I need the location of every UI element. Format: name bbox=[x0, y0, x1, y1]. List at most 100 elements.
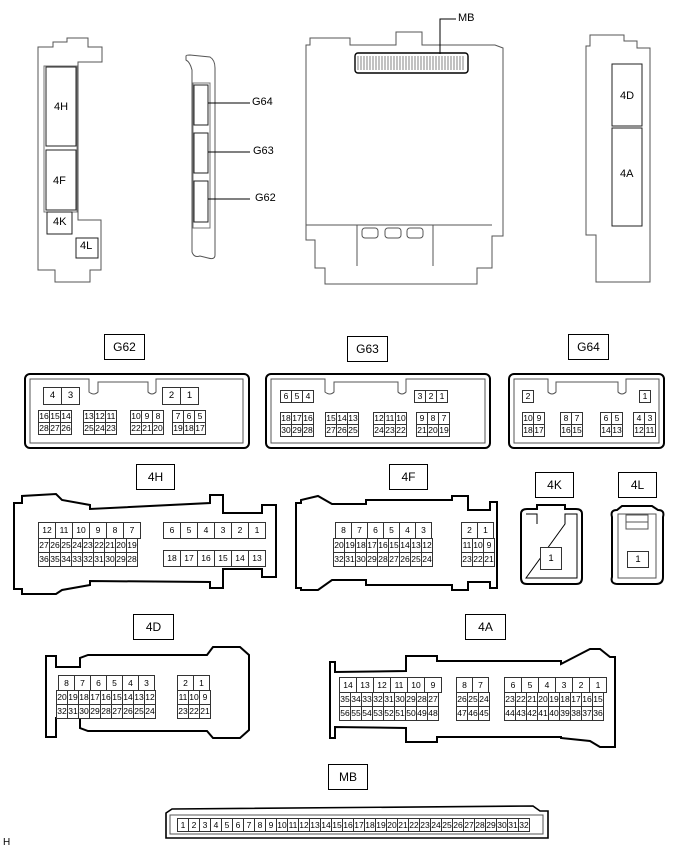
pin-cell: 14 bbox=[231, 550, 249, 567]
pin-cell: 12 bbox=[421, 538, 433, 553]
4k-housing bbox=[520, 504, 583, 585]
pin-cell: 36 bbox=[38, 552, 50, 567]
pin-cell: 15 bbox=[214, 550, 232, 567]
g64-housing bbox=[508, 373, 665, 449]
pin-cell: 3 bbox=[415, 522, 432, 539]
pin-cell: 34 bbox=[60, 552, 72, 567]
pin-cell: 2 bbox=[522, 390, 534, 403]
pin-cell: 2 bbox=[572, 677, 590, 693]
pin-cell: 17 bbox=[194, 422, 206, 435]
pin-cell: 21 bbox=[199, 704, 211, 719]
label-4f: 4F bbox=[389, 464, 428, 490]
pin-cell: 48 bbox=[427, 706, 439, 721]
label-g63: G63 bbox=[347, 336, 388, 362]
pin-cell: 11 bbox=[55, 522, 73, 539]
pin-cell: 7 bbox=[74, 675, 91, 691]
pin-cell: 45 bbox=[478, 706, 490, 721]
pin-cell: 2 bbox=[177, 675, 194, 691]
pin-cell: 3 bbox=[138, 675, 155, 691]
pin-cell: 19 bbox=[438, 424, 450, 437]
label-mb: MB bbox=[328, 764, 368, 790]
pin-cell: 29 bbox=[89, 704, 101, 719]
pin-cell: 1 bbox=[639, 390, 651, 403]
right-unit-outline bbox=[585, 34, 651, 283]
pin-cell: 12 bbox=[144, 690, 156, 705]
pin-cell: 21 bbox=[397, 818, 409, 832]
pin-cell: 9 bbox=[199, 690, 211, 705]
pin-cell: 27 bbox=[325, 424, 337, 437]
callout-g63: G63 bbox=[253, 145, 274, 157]
pin-cell: 18 bbox=[163, 550, 181, 567]
pin-cell: 2 bbox=[425, 390, 437, 403]
pin-cell: 3 bbox=[555, 677, 573, 693]
pin-cell: 10 bbox=[72, 522, 90, 539]
pin-cell: 14 bbox=[339, 677, 357, 693]
pin-cell: 20 bbox=[427, 424, 439, 437]
4l-housing bbox=[610, 505, 665, 585]
mb-housing bbox=[165, 805, 549, 839]
pin-cell: 1 bbox=[540, 547, 562, 570]
pin-cell: 4 bbox=[122, 675, 139, 691]
pin-cell: 24 bbox=[430, 818, 442, 832]
pin-cell: 20 bbox=[152, 422, 164, 435]
label-4k: 4K bbox=[535, 472, 574, 498]
pin-cell: 36 bbox=[592, 706, 604, 721]
pin-cell: 16 bbox=[197, 550, 215, 567]
pin-cell: 17 bbox=[353, 818, 365, 832]
pin-cell: 30 bbox=[355, 552, 367, 567]
pin-cell: 5 bbox=[383, 522, 400, 539]
pin-cell: 19 bbox=[126, 538, 138, 553]
pin-cell: 4 bbox=[302, 390, 314, 403]
pin-cell: 11 bbox=[644, 424, 656, 437]
pin-cell: 4 bbox=[43, 387, 62, 405]
pin-cell: 47 bbox=[456, 706, 468, 721]
pin-cell: 13 bbox=[248, 550, 266, 567]
pin-cell: 5 bbox=[180, 522, 198, 539]
footer-code: H bbox=[3, 837, 11, 848]
pin-cell: 12 bbox=[373, 677, 391, 693]
pin-cell: 4 bbox=[538, 677, 556, 693]
pin-cell: 5 bbox=[221, 818, 233, 832]
pin-cell: 16 bbox=[302, 412, 314, 425]
pin-cell: 1 bbox=[180, 387, 199, 405]
label-4d: 4D bbox=[133, 614, 174, 640]
pin-cell: 7 bbox=[123, 522, 141, 539]
label-g62: G62 bbox=[104, 334, 145, 360]
left-unit-outline bbox=[37, 37, 103, 283]
pin-cell: 1 bbox=[436, 390, 448, 403]
pin-cell: 10 bbox=[407, 677, 425, 693]
4a-housing bbox=[329, 648, 616, 748]
pin-cell: 15 bbox=[592, 692, 604, 707]
pin-cell: 3 bbox=[414, 390, 426, 403]
callout-4f: 4F bbox=[53, 175, 66, 187]
callout-4h: 4H bbox=[54, 101, 69, 113]
pin-cell: 8 bbox=[58, 675, 75, 691]
g63-housing bbox=[265, 373, 491, 449]
label-4l: 4L bbox=[618, 472, 657, 498]
pin-cell: 23 bbox=[105, 422, 117, 435]
pin-cell: 11 bbox=[390, 677, 408, 693]
pin-cell: 9 bbox=[89, 522, 107, 539]
g62-housing bbox=[24, 373, 250, 449]
4h-housing bbox=[13, 492, 277, 595]
pin-cell: 4 bbox=[197, 522, 215, 539]
callout-g64: G64 bbox=[252, 96, 273, 108]
pin-cell: 12 bbox=[38, 522, 56, 539]
pin-cell: 2 bbox=[162, 387, 181, 405]
pin-cell: 1 bbox=[627, 551, 649, 568]
pin-cell: 21 bbox=[483, 552, 495, 567]
pin-cell: 17 bbox=[533, 424, 545, 437]
pin-cell: 9 bbox=[483, 538, 495, 553]
g-bracket-outline bbox=[185, 54, 216, 260]
pin-cell: 22 bbox=[395, 424, 407, 437]
label-4a: 4A bbox=[465, 614, 506, 640]
pin-cell: 3 bbox=[61, 387, 80, 405]
pin-cell: 28 bbox=[302, 424, 314, 437]
pin-cell: 42 bbox=[526, 706, 538, 721]
pin-cell: 9 bbox=[424, 677, 442, 693]
pin-cell: 55 bbox=[350, 706, 362, 721]
callout-4k: 4K bbox=[53, 216, 67, 228]
pin-cell: 7 bbox=[351, 522, 368, 539]
pin-cell: 7 bbox=[571, 412, 583, 425]
pin-cell: 8 bbox=[106, 522, 124, 539]
